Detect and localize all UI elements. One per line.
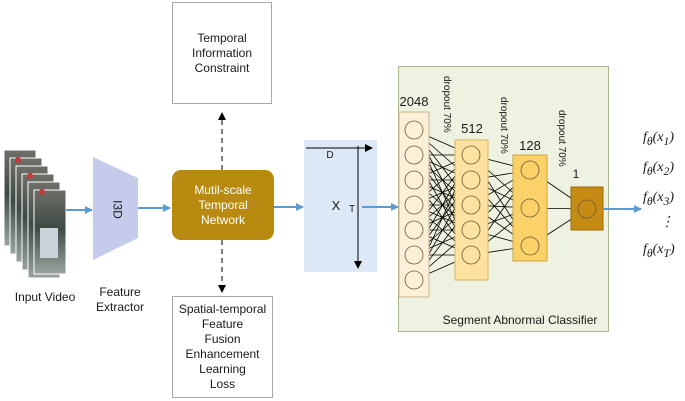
feature-extractor-label: Feature Extractor <box>95 285 144 314</box>
matrix-x-label: X <box>331 198 341 213</box>
mstn-block: Mutil-scale Temporal Network <box>172 170 274 240</box>
fusion-loss-text: Spatial-temporal Feature Fusion Enhancem… <box>178 302 267 391</box>
video-frames <box>3 149 67 279</box>
layer-1-label: 1 <box>572 167 580 181</box>
neuron-node <box>461 195 481 215</box>
layer-2048-label: 2048 <box>399 94 429 109</box>
neuron-node <box>404 195 424 215</box>
neuron-node <box>404 245 424 265</box>
neuron-node <box>404 170 424 190</box>
output-ellipsis: ⋮ <box>660 215 674 230</box>
neuron-node <box>520 160 540 180</box>
output-f3: fθ(x3) <box>643 190 675 208</box>
output-f1: fθ(x1) <box>643 130 675 148</box>
dropout-label-3: dropout 70% <box>556 110 567 167</box>
output-ft: fθ(xT) <box>643 242 675 260</box>
layer-1-rect <box>570 186 604 231</box>
layer-2048-rect <box>398 111 430 298</box>
temporal-constraint-box: Temporal Information Constraint <box>172 2 272 104</box>
mstn-text: Mutil-scale Temporal Network <box>194 182 252 227</box>
dropout-label-2: dropout 70% <box>498 97 509 154</box>
neuron-node <box>461 145 481 165</box>
fusion-loss-box: Spatial-temporal Feature Fusion Enhancem… <box>172 296 273 398</box>
neuron-node <box>461 170 481 190</box>
matrix-t-label: T <box>348 204 356 215</box>
neuron-node <box>404 220 424 240</box>
neuron-node <box>520 236 540 256</box>
i3d-trapezoid <box>93 157 138 260</box>
layer-128-rect <box>512 154 548 262</box>
neuron-node <box>404 270 424 290</box>
temporal-constraint-text: Temporal Information Constraint <box>191 30 253 75</box>
layer-512-label: 512 <box>461 121 483 136</box>
neuron-node <box>404 120 424 140</box>
dropout-label-1: dropout 70% <box>441 76 452 133</box>
layer-128-label: 128 <box>519 138 541 153</box>
neuron-node <box>461 220 481 240</box>
output-f2: fθ(x2) <box>643 160 675 178</box>
input-video-label: Input Video <box>14 290 76 304</box>
matrix-d-label: D <box>326 150 334 161</box>
neuron-node <box>404 145 424 165</box>
neuron-node <box>461 245 481 265</box>
neuron-node <box>520 198 540 218</box>
classifier-title: Segment Abnormal Classifier <box>442 313 598 327</box>
neuron-node <box>577 199 597 219</box>
layer-512-rect <box>454 139 489 281</box>
network-nodes <box>404 120 597 290</box>
